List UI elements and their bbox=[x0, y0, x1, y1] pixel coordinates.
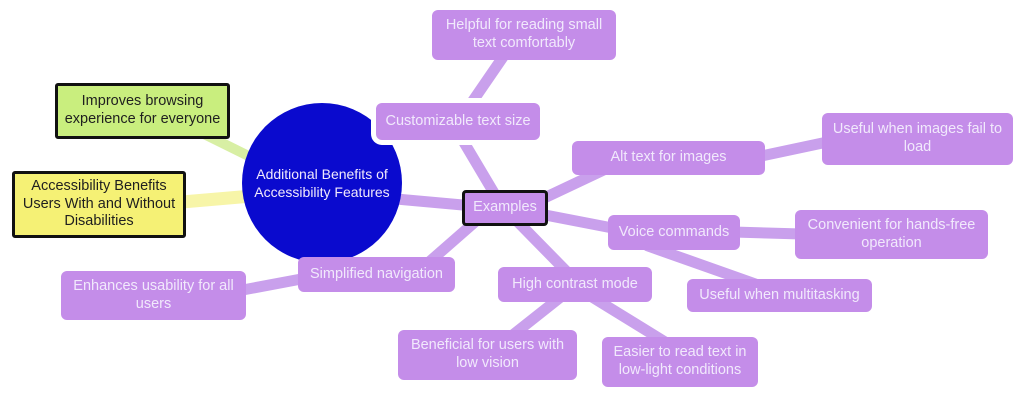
node-accessibility-benefits[interactable]: Accessibility Benefits Users With and Wi… bbox=[12, 171, 186, 238]
node-label: Voice commands bbox=[618, 223, 730, 240]
node-label: Helpful for reading small text comfortab… bbox=[445, 17, 603, 51]
node-label: Improves browsing experience for everyon… bbox=[64, 93, 221, 127]
central-topic-label: Additional Benefits of Accessibility Fea… bbox=[254, 165, 390, 200]
node-label: Beneficial for users with low vision bbox=[410, 337, 565, 371]
central-topic-node[interactable]: Additional Benefits of Accessibility Fea… bbox=[242, 103, 402, 263]
node-useful-multitasking[interactable]: Useful when multitasking bbox=[687, 279, 872, 312]
node-label: Useful when images fail to load bbox=[832, 121, 1003, 155]
node-high-contrast-mode[interactable]: High contrast mode bbox=[498, 267, 652, 302]
connector bbox=[462, 51, 509, 114]
connector bbox=[511, 215, 575, 280]
node-label: Enhances usability for all users bbox=[73, 277, 234, 312]
node-label: Alt text for images bbox=[610, 149, 727, 166]
node-helpful-small-text[interactable]: Helpful for reading small text comfortab… bbox=[432, 10, 616, 60]
node-enhances-usability[interactable]: Enhances usability for all users bbox=[61, 271, 246, 320]
node-examples[interactable]: Examples bbox=[462, 190, 548, 226]
node-label: High contrast mode bbox=[512, 275, 638, 292]
node-easier-low-light[interactable]: Easier to read text in low-light conditi… bbox=[602, 337, 758, 387]
node-label: Convenient for hands-free operation bbox=[807, 216, 976, 251]
node-hands-free-operation[interactable]: Convenient for hands-free operation bbox=[795, 210, 988, 259]
node-simplified-navigation[interactable]: Simplified navigation bbox=[298, 257, 455, 292]
node-beneficial-low-vision[interactable]: Beneficial for users with low vision bbox=[398, 330, 577, 380]
node-voice-commands[interactable]: Voice commands bbox=[608, 215, 740, 250]
node-label: Simplified navigation bbox=[310, 265, 443, 282]
connector bbox=[751, 135, 838, 163]
node-useful-images-fail[interactable]: Useful when images fail to load bbox=[822, 113, 1013, 165]
node-label: Accessibility Benefits Users With and Wi… bbox=[22, 177, 176, 230]
node-label: Examples bbox=[473, 199, 537, 216]
node-alt-text-for-images[interactable]: Alt text for images bbox=[572, 141, 765, 175]
connector bbox=[453, 128, 503, 204]
connector bbox=[422, 215, 482, 269]
node-label: Easier to read text in low-light conditi… bbox=[613, 344, 747, 378]
node-improves-browsing[interactable]: Improves browsing experience for everyon… bbox=[55, 83, 230, 139]
connector bbox=[727, 226, 808, 240]
node-label: Useful when multitasking bbox=[699, 286, 860, 303]
node-label: Customizable text size bbox=[385, 112, 531, 129]
node-customizable-text-size[interactable]: Customizable text size bbox=[376, 103, 540, 140]
